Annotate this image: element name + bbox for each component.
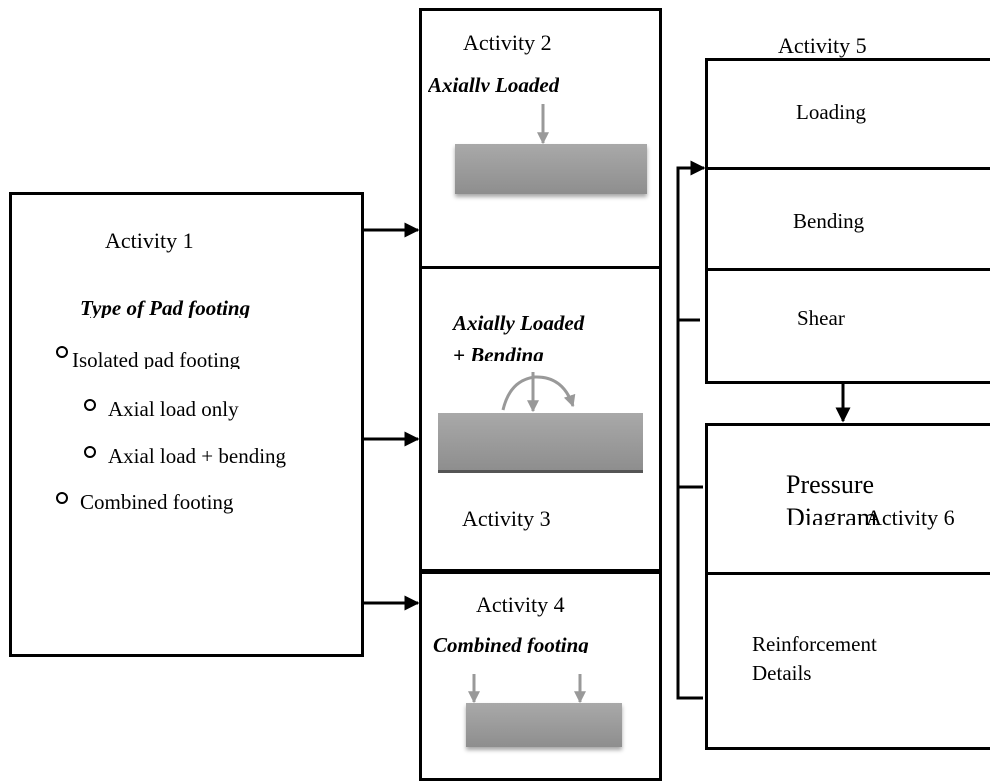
activity1-item-axial-bending: Axial load + bending xyxy=(108,444,287,468)
activity1-item-axial: Axial load only xyxy=(108,397,239,421)
bullet-icon xyxy=(84,446,96,458)
activity3-title: Activity 3 xyxy=(462,506,551,531)
bullet-icon xyxy=(56,492,68,504)
activity4-subtitle: Combined footing xyxy=(433,633,589,653)
activity6-item-pressure: Pressure xyxy=(786,470,875,499)
activity4-title: Activity 4 xyxy=(476,592,565,617)
bullet-icon xyxy=(56,346,68,358)
activity5-item-shear: Shear xyxy=(797,306,845,330)
activity2-subtitle: Axially Loaded xyxy=(428,73,560,92)
activity3-slab xyxy=(438,413,643,473)
activity5-box-bending xyxy=(705,167,990,271)
activity6-item-reinforcement: Reinforcement xyxy=(752,632,877,656)
activity2-title: Activity 2 xyxy=(463,30,552,55)
activity1-item-combined: Combined footing xyxy=(80,490,234,514)
activity5-item-bending: Bending xyxy=(793,209,865,233)
activity6-box-reinforcement xyxy=(705,572,990,750)
activity5-box-loading xyxy=(705,58,990,170)
activity4-slab xyxy=(466,703,622,747)
bullet-icon xyxy=(84,399,96,411)
activity6-title: Activity 6 xyxy=(866,505,955,530)
activity6-item-details: Details xyxy=(752,661,812,685)
activity1-subtitle: Type of Pad footing xyxy=(80,296,251,318)
activity2-slab xyxy=(455,144,647,194)
activity6-item-diagram: Diagram xyxy=(786,503,877,525)
activity1-item-isolated: Isolated pad footing xyxy=(72,348,240,369)
moment-arrow-icon xyxy=(501,375,576,411)
activity3-subtitle2: + Bending xyxy=(453,343,544,361)
activity5-title: Activity 5 xyxy=(778,33,867,58)
activity5-box-shear xyxy=(705,268,990,384)
activity1-box xyxy=(9,192,364,657)
activity3-subtitle: Axially Loaded xyxy=(453,311,585,335)
activity1-title: Activity 1 xyxy=(105,228,194,253)
activity5-item-loading: Loading xyxy=(796,100,866,124)
bracket-connector xyxy=(676,166,703,700)
